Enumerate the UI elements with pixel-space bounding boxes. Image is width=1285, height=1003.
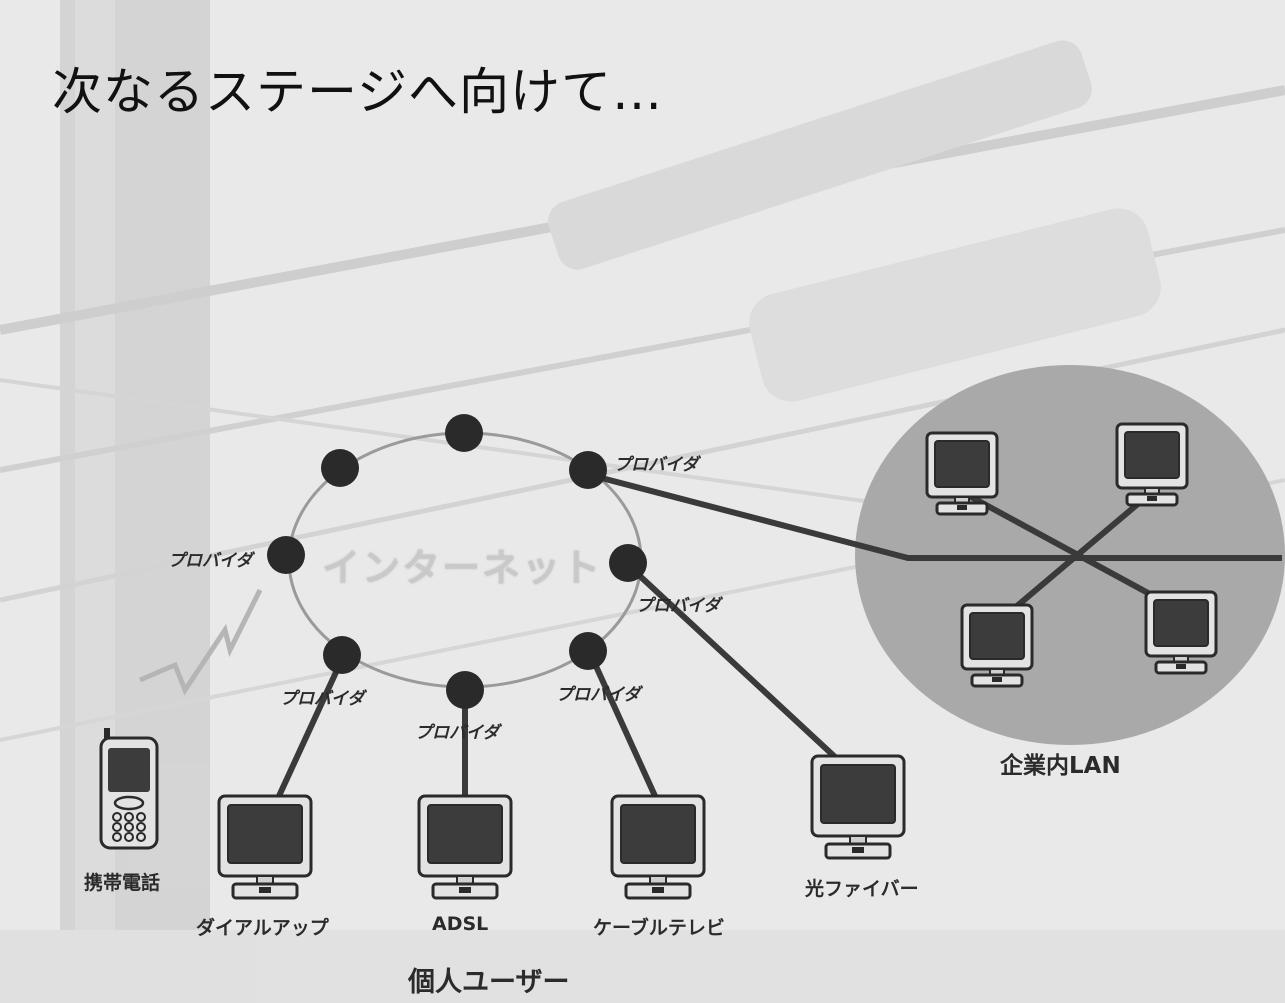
cable-label: ケーブルテレビ	[593, 917, 725, 939]
provider-node	[445, 414, 483, 452]
mobile-label: 携帯電話	[84, 872, 161, 894]
dialup-computer-icon	[217, 794, 313, 900]
adsl-computer-icon	[417, 794, 513, 900]
provider-nodes	[267, 414, 647, 709]
fiber-computer-icon	[810, 754, 906, 860]
slide-title: 次なるステージへ向けて…	[52, 63, 663, 121]
provider-node	[609, 544, 647, 582]
provider-node	[569, 632, 607, 670]
provider-label: プロバイダ	[168, 551, 253, 571]
network-links	[276, 472, 1282, 798]
provider-label: プロバイダ	[280, 689, 365, 709]
personal-users-label: 個人ユーザー	[408, 967, 570, 998]
wireless-signal-icon	[139, 588, 263, 696]
dialup-label: ダイアルアップ	[196, 917, 329, 939]
fiber-label: 光ファイバー	[805, 878, 919, 900]
provider-label: プロバイダ	[614, 455, 699, 475]
corporate-lan-label: 企業内LAN	[1000, 753, 1121, 779]
provider-node	[267, 536, 305, 574]
adsl-label: ADSL	[432, 913, 489, 935]
provider-node	[446, 671, 484, 709]
cable-computer-icon	[610, 794, 706, 900]
provider-node	[569, 451, 607, 489]
internet-label: インターネット	[322, 546, 603, 590]
provider-label: プロバイダ	[556, 685, 641, 705]
mobile-phone-icon	[99, 728, 159, 850]
provider-label: プロバイダ	[415, 723, 500, 743]
provider-label: プロバイダ	[636, 596, 721, 616]
provider-node	[321, 449, 359, 487]
provider-node	[323, 636, 361, 674]
